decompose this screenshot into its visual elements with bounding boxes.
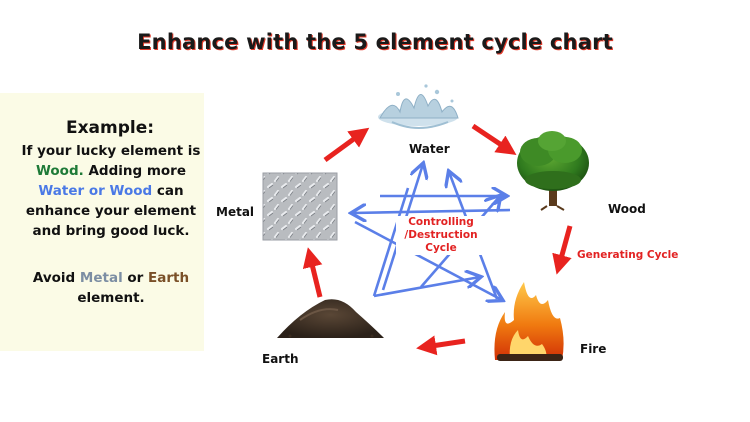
generating-cycle-label: Generating Cycle xyxy=(577,249,679,261)
example-line-3: can xyxy=(152,183,184,199)
example-text: If your lucky element is Wood. Adding mo… xyxy=(18,141,204,241)
metal-image xyxy=(262,172,338,241)
chart-title: Enhance with the 5 element cycle chart xyxy=(137,30,613,54)
example-line-4: enhance your element xyxy=(25,203,197,219)
arrow-earth-to-metal xyxy=(302,247,323,298)
wood-image xyxy=(517,131,589,211)
water-highlight: Water xyxy=(38,183,85,199)
controlling-line-2: /Destruction xyxy=(404,229,478,241)
earth-image xyxy=(277,299,384,338)
avoid-metal: Metal xyxy=(79,270,123,286)
example-heading: Example: xyxy=(65,118,155,138)
metal-label: Metal xyxy=(216,205,255,219)
example-line-5: and bring good luck. xyxy=(32,223,190,239)
fire-label: Fire xyxy=(580,342,607,356)
generating-arrows xyxy=(302,123,573,356)
avoid-suffix: element. xyxy=(77,290,145,306)
star-edge-left xyxy=(372,187,410,297)
example-panel xyxy=(0,93,204,351)
controlling-cycle-label: Controlling /Destruction Cycle xyxy=(396,216,486,255)
fire-image xyxy=(494,282,564,361)
water-label: Water xyxy=(409,142,450,156)
wood-highlight: Wood xyxy=(109,183,153,199)
or-connector: or xyxy=(84,183,110,199)
earth-label: Earth xyxy=(262,352,299,366)
arrow-fire-to-earth xyxy=(416,335,466,356)
example-line-2: Adding more xyxy=(83,163,186,179)
controlling-line-1: Controlling xyxy=(408,216,474,228)
avoid-text: Avoid Metal or Earth element. xyxy=(18,268,204,308)
water-image xyxy=(378,84,459,129)
star-edge-bottom xyxy=(373,277,480,298)
arrow-metal-to-water xyxy=(323,127,370,163)
arrow-wood-to-fire xyxy=(552,225,573,275)
avoid-or: or xyxy=(122,270,149,286)
arrow-water-to-wood xyxy=(471,123,517,155)
avoid-prefix: Avoid xyxy=(32,270,80,286)
arrow-wood-to-metal-line xyxy=(352,210,511,213)
example-line-1: If your lucky element is xyxy=(21,143,201,159)
avoid-earth: Earth xyxy=(148,270,190,286)
controlling-line-3: Cycle xyxy=(425,242,457,254)
wood-label: Wood xyxy=(608,202,646,216)
lucky-element: Wood. xyxy=(36,163,84,179)
